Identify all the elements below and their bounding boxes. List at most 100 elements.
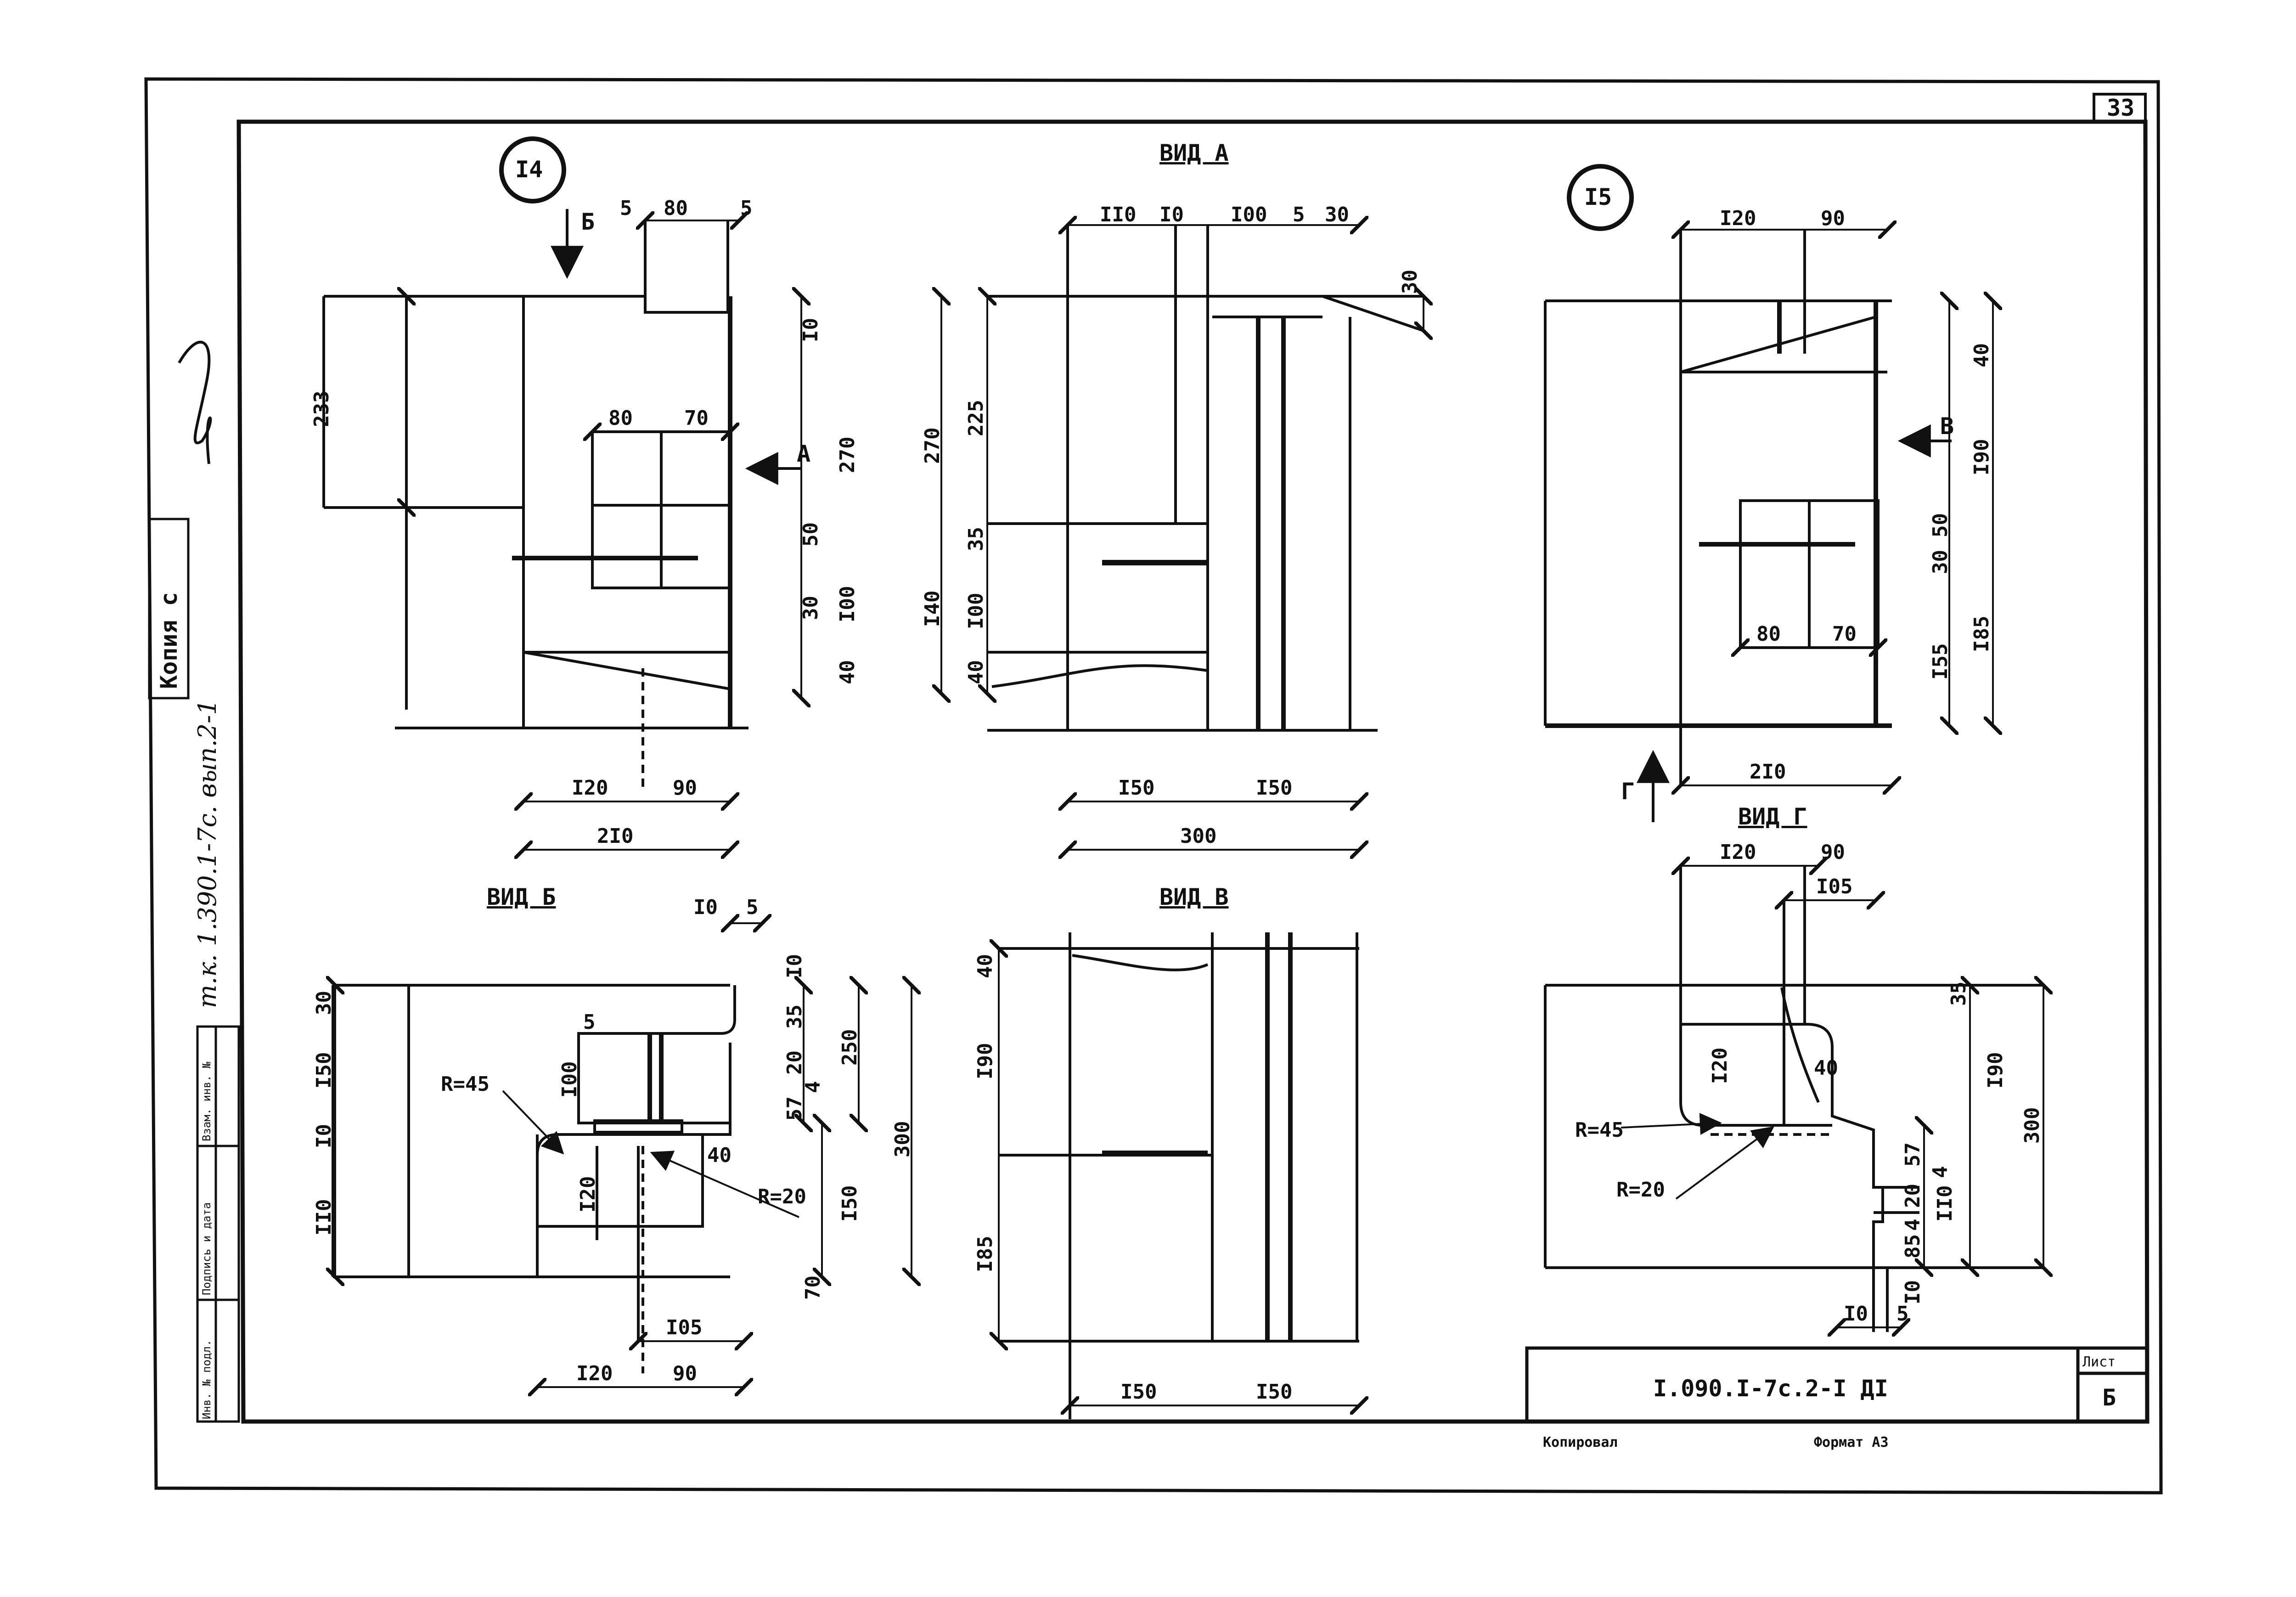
svg-text:270: 270 bbox=[921, 428, 944, 464]
svg-text:300: 300 bbox=[891, 1121, 914, 1157]
svg-text:30: 30 bbox=[1325, 203, 1349, 226]
svg-text:II0: II0 bbox=[1100, 203, 1136, 226]
svg-text:70: 70 bbox=[801, 1275, 825, 1300]
side-table-replace: Взам. инв. № bbox=[200, 1061, 213, 1141]
svg-text:R=45: R=45 bbox=[441, 1072, 490, 1096]
svg-text:300: 300 bbox=[2020, 1107, 2044, 1144]
svg-text:5: 5 bbox=[583, 1010, 596, 1034]
svg-text:I50: I50 bbox=[1256, 776, 1292, 800]
svg-text:I0: I0 bbox=[312, 1124, 336, 1148]
document-code: I.090.I-7c.2-I ДI bbox=[1653, 1375, 1888, 1402]
svg-text:I20: I20 bbox=[576, 1176, 600, 1213]
svg-text:70: 70 bbox=[684, 406, 709, 430]
svg-text:35: 35 bbox=[1947, 982, 1970, 1006]
svg-text:I40: I40 bbox=[921, 591, 944, 627]
view-v: ВИД В 40 I90 I85 I50 I50 bbox=[974, 884, 1359, 1419]
copied-label: Копировал bbox=[1543, 1434, 1618, 1450]
svg-text:57: 57 bbox=[783, 1096, 806, 1121]
svg-text:I00: I00 bbox=[558, 1061, 581, 1098]
svg-text:40: 40 bbox=[1814, 1056, 1838, 1080]
svg-text:5: 5 bbox=[1293, 203, 1305, 226]
sheet-value: Б bbox=[2102, 1384, 2116, 1411]
handwritten-signature bbox=[178, 341, 212, 464]
svg-text:I0: I0 bbox=[693, 896, 718, 919]
svg-text:I0: I0 bbox=[1901, 1280, 1925, 1304]
svg-text:I90: I90 bbox=[974, 1043, 997, 1079]
svg-text:5: 5 bbox=[1896, 1302, 1909, 1326]
svg-text:270: 270 bbox=[836, 437, 859, 473]
svg-text:I85: I85 bbox=[974, 1236, 997, 1272]
format-label: Формат А3 bbox=[1814, 1434, 1889, 1450]
svg-text:R=20: R=20 bbox=[758, 1185, 806, 1208]
view-b-title: ВИД Б bbox=[487, 884, 556, 910]
view-b: ВИД Б I0 bbox=[312, 884, 914, 1387]
svg-text:I50: I50 bbox=[1120, 1380, 1157, 1404]
svg-text:II0: II0 bbox=[1933, 1185, 1957, 1222]
detail-15-marker bbox=[1567, 164, 1634, 231]
svg-text:В: В bbox=[1940, 413, 1954, 440]
title-block bbox=[1525, 1346, 2149, 1423]
svg-text:40: 40 bbox=[974, 954, 997, 978]
svg-text:90: 90 bbox=[1821, 841, 1845, 864]
svg-text:I50: I50 bbox=[312, 1052, 336, 1089]
side-stamp-handwritten: т.к. 1.390.1-7с. вып.2-1 bbox=[193, 699, 222, 1008]
svg-text:I0: I0 bbox=[783, 954, 806, 978]
svg-text:40: 40 bbox=[1970, 343, 1993, 367]
svg-text:I55: I55 bbox=[1929, 643, 1952, 680]
side-table-inv: Инв. № подл. bbox=[200, 1340, 213, 1419]
sheet-label: Лист bbox=[2082, 1354, 2116, 1370]
svg-text:I00: I00 bbox=[836, 586, 859, 622]
svg-text:40: 40 bbox=[707, 1144, 732, 1167]
svg-text:I0: I0 bbox=[1844, 1302, 1868, 1326]
svg-text:20: 20 bbox=[783, 1050, 806, 1075]
svg-text:20: 20 bbox=[1901, 1184, 1925, 1208]
svg-text:4: 4 bbox=[801, 1081, 825, 1094]
svg-text:250: 250 bbox=[838, 1029, 861, 1066]
svg-text:I4: I4 bbox=[515, 156, 543, 183]
svg-text:80: 80 bbox=[608, 406, 633, 430]
svg-text:80: 80 bbox=[1756, 622, 1781, 646]
side-table bbox=[196, 1025, 240, 1423]
view-a-dimensions bbox=[941, 225, 1424, 850]
sheet-number: 33 bbox=[2107, 95, 2134, 121]
svg-text:Копия с: Копия с bbox=[156, 592, 182, 689]
svg-text:А: А bbox=[797, 440, 810, 467]
svg-text:30: 30 bbox=[799, 596, 822, 620]
svg-text:I90: I90 bbox=[1984, 1052, 2007, 1089]
svg-text:85: 85 bbox=[1901, 1234, 1925, 1258]
detail-15-dimensions bbox=[1681, 230, 1993, 785]
side-table-sign: Подпись и дата bbox=[200, 1202, 213, 1295]
detail-14-marker bbox=[499, 136, 566, 203]
svg-text:300: 300 bbox=[1180, 824, 1216, 848]
svg-text:57: 57 bbox=[1901, 1142, 1925, 1167]
svg-text:I00: I00 bbox=[964, 593, 988, 629]
svg-text:I50: I50 bbox=[838, 1185, 861, 1222]
svg-text:35: 35 bbox=[964, 527, 988, 551]
copy-stamp: Копия с bbox=[148, 518, 190, 700]
svg-text:35: 35 bbox=[783, 1004, 806, 1029]
svg-text:90: 90 bbox=[673, 1362, 697, 1385]
svg-text:90: 90 bbox=[673, 776, 697, 800]
svg-text:I0: I0 bbox=[1159, 203, 1184, 226]
view-g: ВИД Г I20 90 I bbox=[1544, 803, 2044, 1332]
svg-text:I20: I20 bbox=[576, 1362, 613, 1385]
svg-text:I50: I50 bbox=[1256, 1380, 1292, 1404]
svg-text:4: 4 bbox=[1929, 1166, 1952, 1179]
svg-text:30: 30 bbox=[1929, 550, 1952, 574]
svg-text:4: 4 bbox=[1901, 1219, 1925, 1231]
view-v-dimensions bbox=[999, 948, 1359, 1405]
view-v-title: ВИД В bbox=[1159, 884, 1229, 910]
svg-text:I50: I50 bbox=[1118, 776, 1154, 800]
svg-text:70: 70 bbox=[1832, 622, 1857, 646]
svg-text:I90: I90 bbox=[1970, 439, 1993, 475]
svg-text:I20: I20 bbox=[1708, 1048, 1732, 1084]
svg-text:80: 80 bbox=[664, 197, 688, 220]
svg-text:50: 50 bbox=[799, 522, 822, 547]
svg-text:40: 40 bbox=[836, 660, 859, 684]
svg-text:2I0: 2I0 bbox=[597, 824, 633, 848]
svg-text:I20: I20 bbox=[1720, 207, 1756, 230]
svg-text:I00: I00 bbox=[1231, 203, 1267, 226]
svg-text:I5: I5 bbox=[1584, 184, 1612, 210]
svg-text:40: 40 bbox=[964, 660, 988, 684]
